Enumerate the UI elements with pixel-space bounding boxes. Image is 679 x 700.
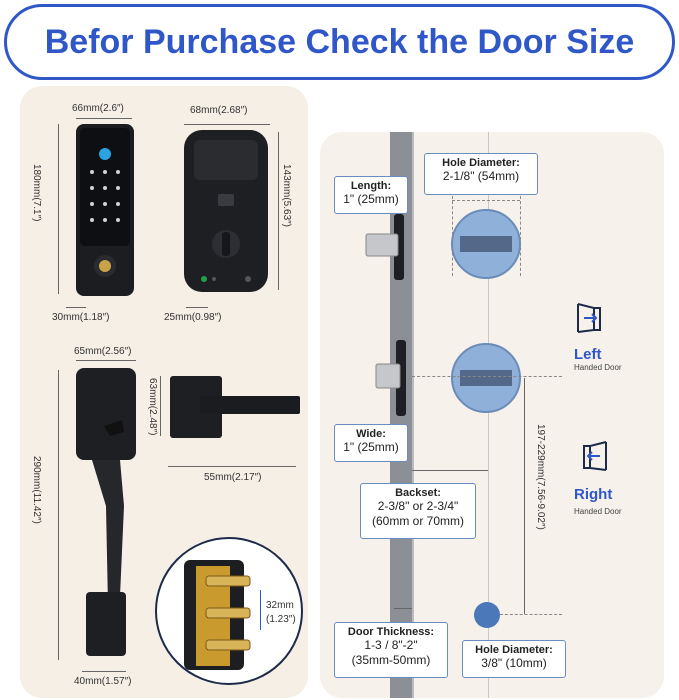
keypad-front-image (76, 124, 134, 296)
lever-length-dim: 55mm(2.17″) (204, 472, 262, 483)
door-inner-line (488, 132, 489, 698)
length-label: Length: (350, 180, 392, 192)
wide-callout: Wide: 1" (25mm) (334, 424, 408, 462)
length-callout: Length: 1" (25mm) (334, 176, 408, 214)
left-handed-sub: Handed Door (574, 363, 622, 372)
backset-callout: Backset: 2-3/8" or 2-3/4" (60mm or 70mm) (360, 483, 476, 539)
lever-height-dim: 63mm(2.48″) (147, 378, 158, 436)
interior-depth-dim: 25mm(0.98″) (164, 312, 222, 323)
door-face-line (412, 132, 414, 698)
hole-diameter-top-label: Hole Diameter: (442, 157, 520, 169)
keypad-height-dim: 180mm(7.1″) (31, 164, 42, 222)
door-thickness-value-mm: (35mm-50mm) (351, 653, 431, 667)
backset-label: Backset: (395, 487, 441, 499)
page-title: Befor Purchase Check the Door Size (44, 22, 635, 61)
right-handed-sub: Handed Door (574, 507, 622, 516)
left-handed-title: Left (574, 346, 602, 363)
keypad-depth-dim: 30mm(1.18″) (52, 312, 110, 323)
door-thickness-callout: Door Thickness: 1-3 / 8"-2" (35mm-50mm) (334, 622, 448, 678)
right-handed-title: Right (574, 486, 613, 503)
hole-spacing-dim: 197-229mm(7.56-9.02″) (535, 424, 546, 530)
hole-top-image (451, 209, 521, 279)
screw-length-dim: 32mm (266, 600, 294, 611)
door-thickness-value: 1-3 / 8"-2" (364, 638, 418, 652)
length-value: 1" (25mm) (343, 192, 399, 206)
door-thickness-label: Door Thickness: (347, 626, 435, 638)
hole-diameter-top-callout: Hole Diameter: 2-1/8" (54mm) (424, 153, 538, 195)
left-handed-door-icon (577, 303, 601, 333)
backset-value: 2-3/8" or 2-3/4" (377, 499, 459, 513)
hole-diameter-bottom-callout: Hole Diameter: 3/8" (10mm) (462, 640, 566, 678)
handle-base-dim: 40mm(1.57″) (74, 676, 132, 687)
title-banner: Befor Purchase Check the Door Size (4, 4, 675, 80)
hole-diameter-top-value: 2-1/8" (54mm) (442, 169, 520, 183)
keypad-width-dim: 66mm(2.6″) (72, 103, 124, 114)
backset-value-mm: (60mm or 70mm) (371, 514, 464, 528)
hole-diameter-bottom-value: 3/8" (10mm) (481, 656, 547, 670)
handle-width-dim: 65mm(2.56″) (74, 346, 132, 357)
interior-unit-image (184, 130, 268, 292)
small-hole-image (474, 602, 500, 628)
interior-width-dim: 68mm(2.68″) (190, 105, 248, 116)
screw-length-inch-dim: (1.23″) (266, 614, 296, 625)
hole-bottom-image (451, 343, 521, 413)
screws-detail-image (155, 537, 303, 685)
lever-image (170, 376, 300, 438)
right-handed-door-icon (583, 441, 607, 471)
hole-diameter-bottom-label: Hole Diameter: (475, 644, 553, 656)
handleset-image (76, 368, 136, 656)
wide-label: Wide: (356, 428, 386, 440)
latch-bottom-image (375, 340, 406, 416)
latch-top-image (365, 214, 404, 280)
interior-height-dim: 143mm(5.63″) (281, 164, 292, 228)
handle-height-dim: 290mm(11.42″) (31, 456, 42, 524)
wide-value: 1" (25mm) (343, 440, 399, 454)
